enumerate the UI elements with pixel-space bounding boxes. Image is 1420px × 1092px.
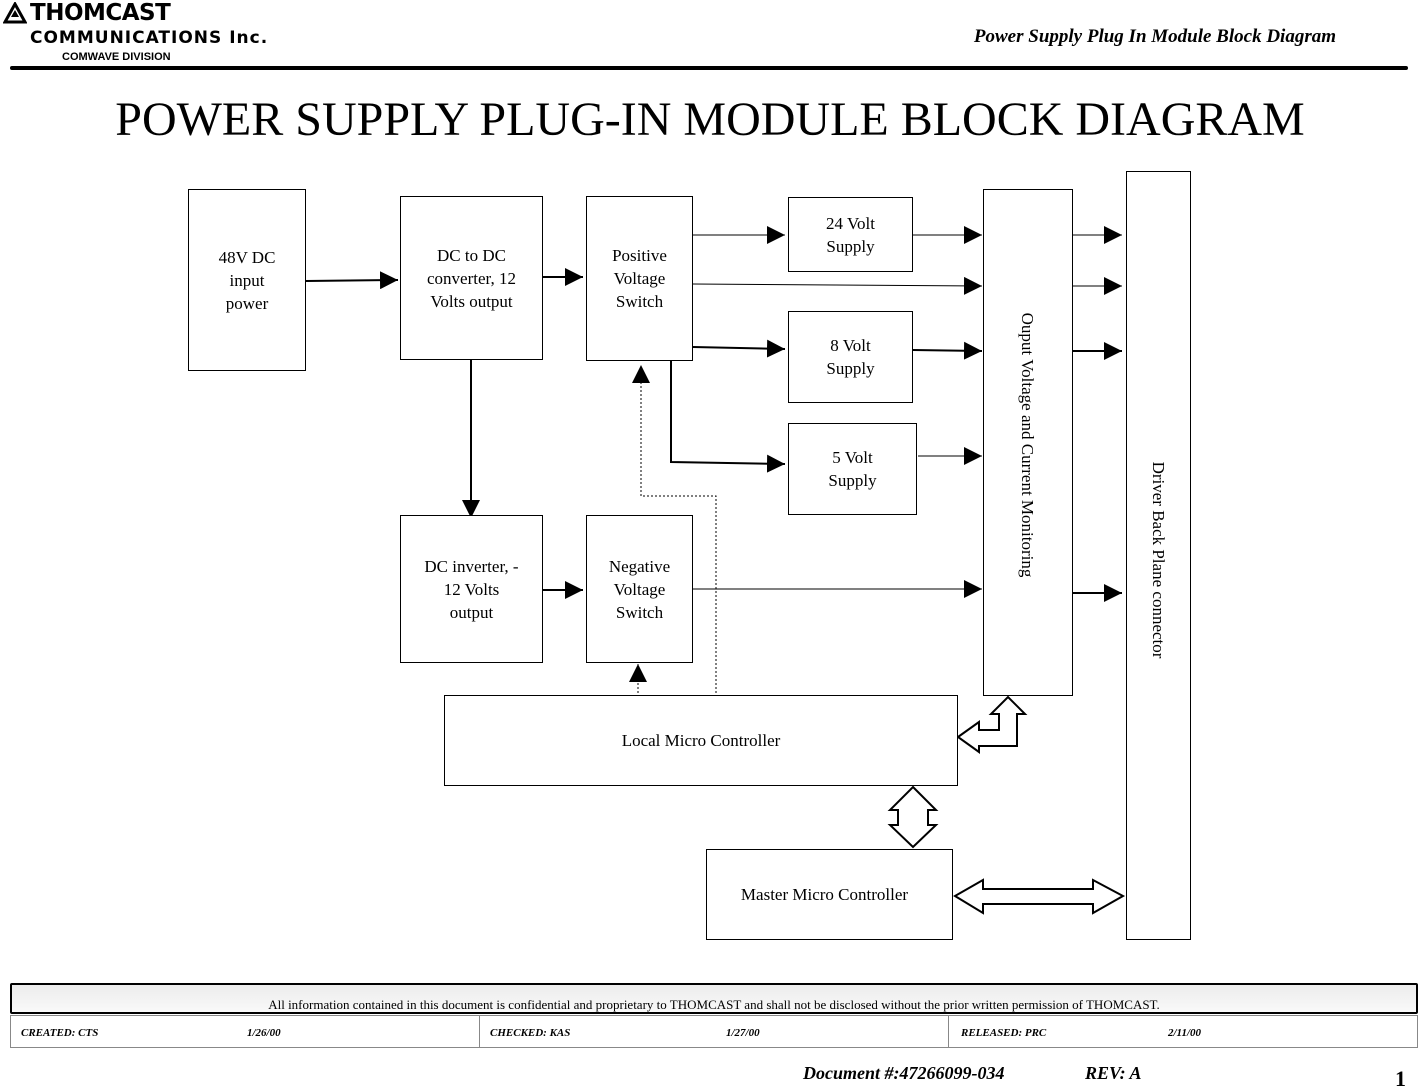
created-cell: CREATED: CTS 1/26/00 (11, 1016, 480, 1047)
revision: REV: A (1085, 1063, 1142, 1083)
division-name: COMWAVE DIVISION (62, 51, 171, 63)
block-backplane-connector (1126, 171, 1191, 940)
checked-cell: CHECKED: KAS 1/27/00 (480, 1016, 949, 1047)
control-local-to-posswitch (632, 365, 717, 693)
page-number: 1 (1395, 1066, 1406, 1091)
bus-master-backplane-arrow (953, 878, 1126, 915)
confidentiality-notice: All information contained in this docume… (10, 983, 1418, 1014)
block-local-micro-controller: Local Micro Controller (444, 695, 958, 786)
header-document-title: Power Supply Plug In Module Block Diagra… (973, 26, 1336, 47)
connector-8v-to-monitor (912, 341, 983, 360)
bus-local-master-arrow (887, 785, 939, 849)
connector-pos-to-5v (670, 361, 786, 473)
signoff-row: CREATED: CTS 1/26/00 CHECKED: KAS 1/27/0… (10, 1015, 1418, 1048)
document-number: Document #:47266099-034 (803, 1063, 1005, 1083)
thomcast-logo-icon (3, 2, 27, 24)
block-output-monitoring (983, 189, 1073, 696)
bus-local-monitor-arrow (956, 695, 1028, 754)
company-subtitle: COMMUNICATIONS Inc. (30, 28, 269, 48)
connector-pos-to-8v (692, 339, 786, 358)
released-cell: RELEASED: PRC 2/11/00 (961, 1027, 1202, 1039)
company-name: THOMCAST (30, 0, 171, 26)
block-master-micro-controller: Master Micro Controller (706, 849, 953, 940)
backplane-label: Driver Back Plane connector (1149, 461, 1168, 659)
page-title: POWER SUPPLY PLUG-IN MODULE BLOCK DIAGRA… (115, 93, 1305, 146)
header-rule (10, 66, 1408, 70)
connector-pos-to-monitor (692, 276, 983, 295)
monitoring-label: Ouput Voltage and Current Monitoring (1018, 312, 1037, 578)
connector-48v-to-dcdc (305, 271, 399, 290)
